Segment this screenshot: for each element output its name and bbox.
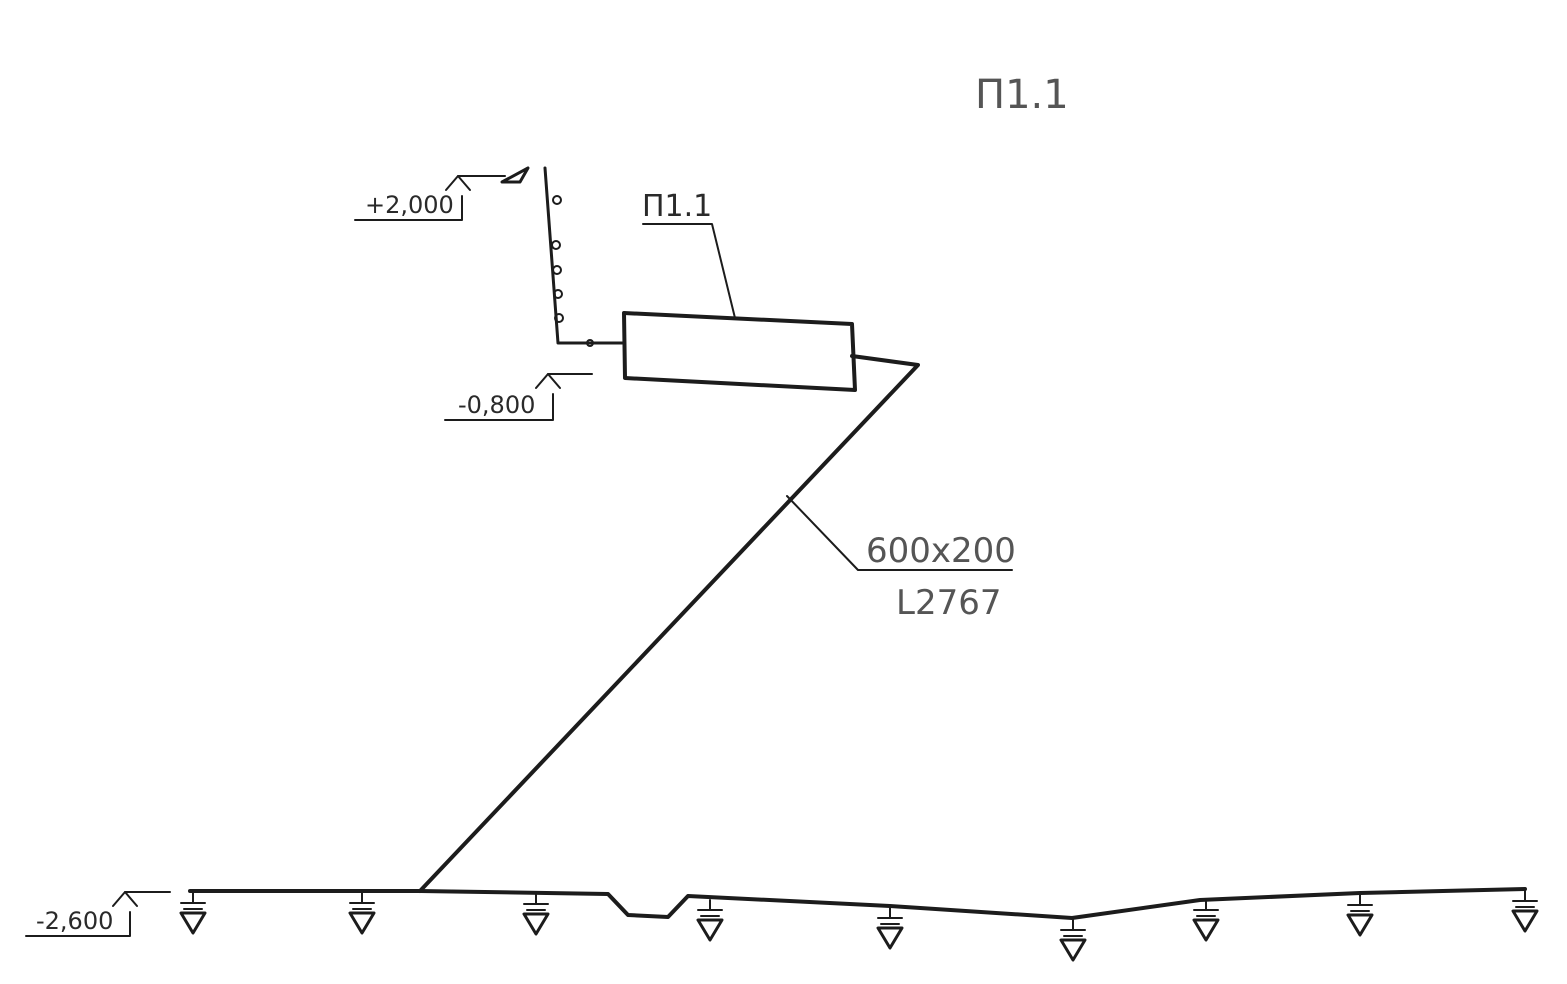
unit-tag: П1.1 xyxy=(642,189,736,319)
flexible-connector-icon xyxy=(552,195,562,205)
flexible-connector-icon xyxy=(553,289,563,299)
elevation-top-label: +2,000 xyxy=(365,191,454,219)
distribution-duct xyxy=(188,887,1527,920)
duct-size-label: 600x200 xyxy=(866,531,1016,571)
elevation-marker-unit: -0,800 xyxy=(444,373,593,421)
diffuser-icon xyxy=(696,899,724,942)
duct-size-callout: 600x200 L2767 xyxy=(786,495,1016,623)
diffuser-icon xyxy=(179,892,207,935)
flexible-connector-icon xyxy=(586,339,594,347)
elevation-marker-top: +2,000 xyxy=(354,175,506,221)
elevation-marker-floor: -2,600 xyxy=(25,891,171,937)
flexible-connector-icon xyxy=(551,240,561,250)
intake-riser xyxy=(500,166,626,347)
system-title: П1.1 xyxy=(975,72,1069,118)
air-handling-unit xyxy=(622,311,857,392)
elevation-floor-label: -2,600 xyxy=(36,907,113,935)
flexible-connector-icon xyxy=(554,313,564,323)
elevation-unit-label: -0,800 xyxy=(458,391,535,419)
diffuser-icon xyxy=(1059,919,1087,962)
unit-tag-label: П1.1 xyxy=(642,189,712,224)
diffuser-icon xyxy=(348,892,376,935)
diffuser-icon xyxy=(876,907,904,950)
diffuser-icon xyxy=(1192,899,1220,942)
diffuser-icon xyxy=(1511,890,1539,933)
diffuser-icon xyxy=(1346,894,1374,937)
diffuser-icon xyxy=(522,893,550,936)
flexible-connector-icon xyxy=(552,265,562,275)
supply-duct xyxy=(418,354,920,893)
duct-length-label: L2767 xyxy=(896,583,1001,623)
diffusers xyxy=(179,890,1539,962)
